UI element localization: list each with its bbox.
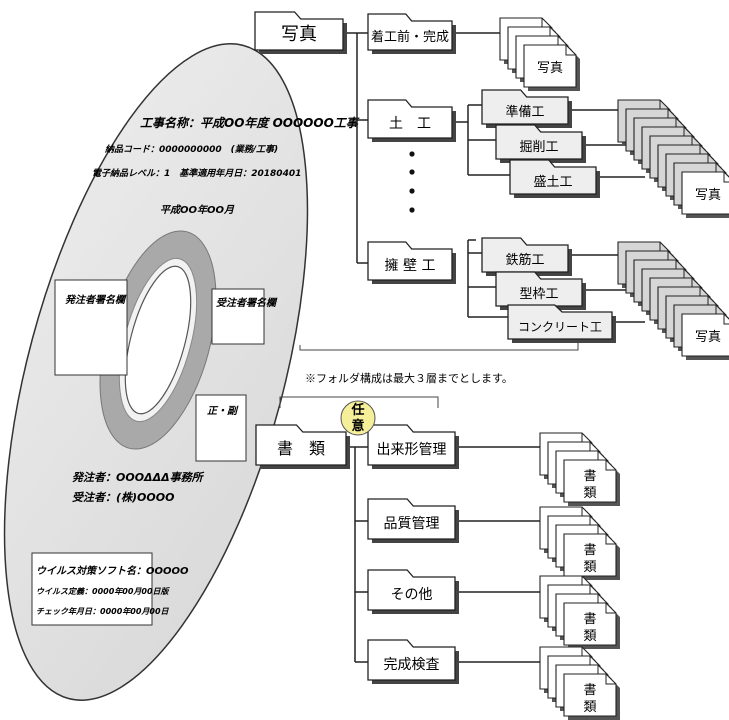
folder-sonota-label: その他 [391,587,433,603]
document-stack-dekigata-label-char: 類 [583,486,596,501]
folder-documents-root-label: 書 類 [277,439,325,458]
orderer-signature-box [54,279,128,376]
folder-kansei-kensa: 完成検査 [367,639,459,684]
seal-label: 正・副 [207,405,239,417]
photo-stack-doko-label: 写真 [695,188,721,203]
virus-definition: ウイルス定義：0000年00月00日版 [36,587,171,596]
document-stack-hinshitsu: 書類 [539,506,620,580]
delivery-level: 電子納品レベル：1 基準適用年月日：20180401 [92,168,301,179]
note-bracket-upper [299,342,579,351]
folder-doko-label: 土 工 [389,116,431,132]
check-date: チェック年月日：0000年00月00日 [36,607,170,616]
photo-stack-chakkou: 写真 [499,17,580,91]
folder-photo-root-label: 写真 [281,24,317,45]
document-stack-kansei: 書類 [539,646,620,720]
virus-software: ウイルス対策ソフト名：OOOOO [36,565,189,577]
folder-note: ※フォルダ構成は最大３層までとします。 [305,371,513,385]
contractor-signature-box [211,288,265,345]
folder-katawakukou-label: 型枠工 [519,287,558,302]
document-stack-sonota: 書類 [539,575,620,649]
document-stack-sonota-label-char: 書 [583,612,596,627]
folder-tekkinkou-label: 鉄筋工 [505,252,544,268]
construction-name: 工事名称：平成OO年度 OOOOOO工事 [140,116,360,130]
document-stack-dekigata-label-char: 書 [583,469,596,484]
folder-doko: 土 工 [367,99,456,142]
folder-moridokou-label: 盛土工 [533,175,572,190]
folder-junbikou-label: 準備工 [505,104,544,120]
photo-stack-doko: 写真 [617,99,729,218]
disc-center-hole [124,265,192,415]
document-stack-sonota-label-char: 類 [583,629,596,644]
folder-hinshitsu-kanri: 品質管理 [367,498,459,543]
disc-date: 平成OO年OO月 [160,204,235,216]
optional-badge-char-2: 意 [351,418,364,434]
folder-junbikou: 準備工 [481,89,572,128]
folder-kansei-kensa-label: 完成検査 [384,657,440,673]
cd-disc: 工事名称：平成OO年度 OOOOOO工事 納品コード：0000000000 (業… [3,43,360,701]
folder-dekigata-kanri: 出来形管理 [367,424,459,469]
note-bracket-lower [279,396,439,408]
photo-stack-youheki-label: 写真 [695,330,721,345]
folder-youhekikou-label: 擁 壁 工 [385,258,436,274]
folder-photo-root: 写真 [254,11,347,54]
folder-katawakukou: 型枠工 [495,271,586,310]
document-stack-dekigata: 書類 [539,432,620,506]
folder-documents-root: 書 類 [255,424,350,469]
folder-hinshitsu-kanri-label: 品質管理 [384,516,440,532]
contractor-name: 受注者：(株)OOOO [72,491,174,504]
optional-badge: 任 意 [340,400,376,436]
contractor-signature-label: 受注者署名欄 [216,297,278,309]
orderer-name: 発注者：OOOΔΔΔ事務所 [72,471,205,484]
folder-sonota: その他 [367,569,459,614]
folder-chakkou-kansei: 着工前・完成 [367,13,456,54]
document-stack-hinshitsu-label-char: 類 [583,560,596,575]
photo-stack-chakkou-label: 写真 [537,61,563,76]
folder-tekkinkou: 鉄筋工 [481,237,572,276]
virus-check-box [31,552,153,626]
optional-badge-char-1: 任 [350,402,364,418]
folder-moridokou: 盛土工 [509,159,600,198]
document-stack-hinshitsu-label-char: 書 [583,543,596,558]
continuation-dots [409,151,415,213]
folder-chakkou-kansei-label: 着工前・完成 [371,29,449,45]
photo-stack-youheki: 写真 [617,241,729,360]
document-stack-kansei-label-char: 書 [583,683,596,698]
folder-dekigata-kanri-label: 出来形管理 [377,442,447,458]
seal-box [195,394,247,462]
folder-kussakukou: 掘削工 [495,124,586,163]
delivery-code: 納品コード：0000000000 (業務/工事) [104,144,278,155]
orderer-signature-label: 発注者署名欄 [65,294,127,306]
folder-concrete-kou-label: コンクリート工 [518,320,602,334]
folder-kussakukou-label: 掘削工 [519,140,558,155]
folder-youhekikou: 擁 壁 工 [367,241,456,284]
document-stack-kansei-label-char: 類 [583,700,596,715]
folder-concrete-kou: コンクリート工 [507,304,616,343]
